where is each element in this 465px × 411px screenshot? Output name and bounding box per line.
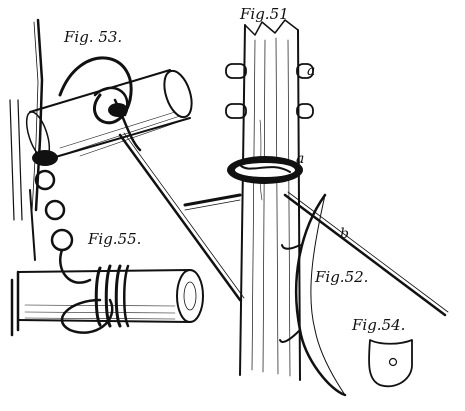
point-b-label: b bbox=[340, 226, 349, 242]
fig53-label: Fig. 53. bbox=[64, 28, 123, 46]
fig52-cleat-drawing bbox=[279, 193, 347, 397]
point-a-upper-label: a bbox=[307, 63, 316, 79]
fig55-label: Fig.55. bbox=[88, 230, 142, 248]
fig54-cleat-face-drawing bbox=[368, 339, 413, 388]
fig51-label: Fig.51 bbox=[240, 5, 289, 23]
fig54-label: Fig.54. bbox=[352, 316, 406, 334]
fig55-spar-drawing bbox=[10, 248, 204, 337]
point-a-lower-label: a bbox=[296, 151, 305, 167]
fig51-post-drawing bbox=[183, 19, 449, 381]
fig53-spar-drawing bbox=[9, 18, 245, 302]
fig52-label: Fig.52. bbox=[315, 268, 369, 286]
